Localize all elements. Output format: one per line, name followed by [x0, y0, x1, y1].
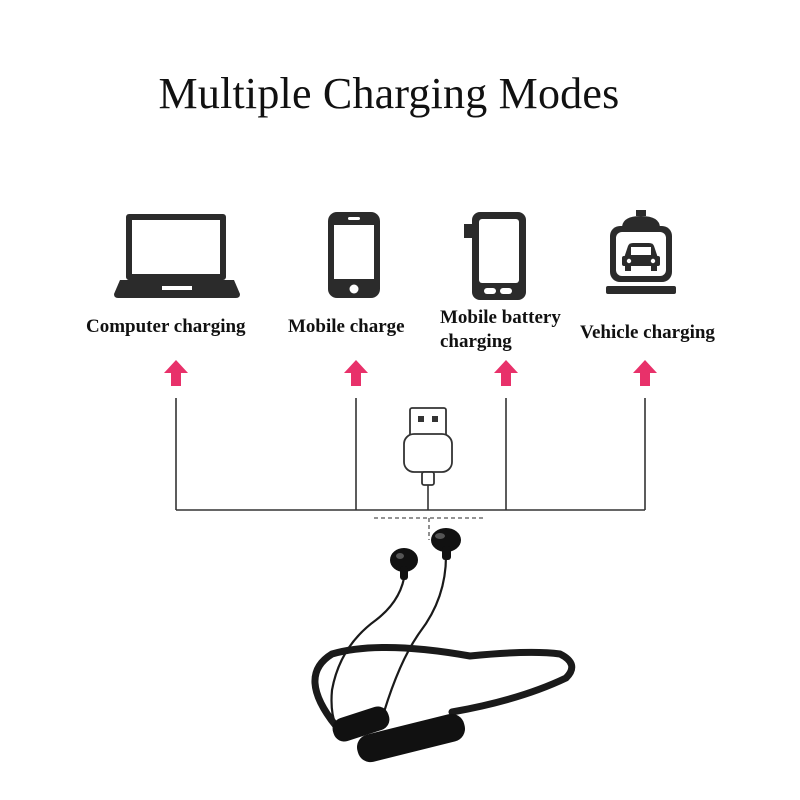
usb-plug-icon [403, 407, 453, 486]
power-bank-icon [464, 212, 526, 300]
laptop-icon [114, 214, 240, 298]
connector-lines [175, 398, 646, 511]
up-arrow-icon [633, 360, 657, 386]
up-arrow-icon [164, 360, 188, 386]
computer-charging-label: Computer charging [86, 316, 246, 337]
car-icon [606, 210, 676, 294]
page-title: Multiple Charging Modes [158, 69, 620, 118]
mobile-charge-label: Mobile charge [288, 316, 405, 337]
mobile-battery-charging-label: Mobile battery charging [440, 307, 561, 353]
vehicle-charging-label: Vehicle charging [580, 322, 715, 343]
neckband-headset-icon [311, 528, 576, 763]
mobile-battery-label-line1: Mobile battery [440, 307, 561, 328]
up-arrow-icon [494, 360, 518, 386]
dashed-connector [374, 517, 484, 540]
smartphone-icon [328, 212, 380, 298]
mobile-battery-label-line2: charging [440, 331, 512, 352]
up-arrow-icon [344, 360, 368, 386]
